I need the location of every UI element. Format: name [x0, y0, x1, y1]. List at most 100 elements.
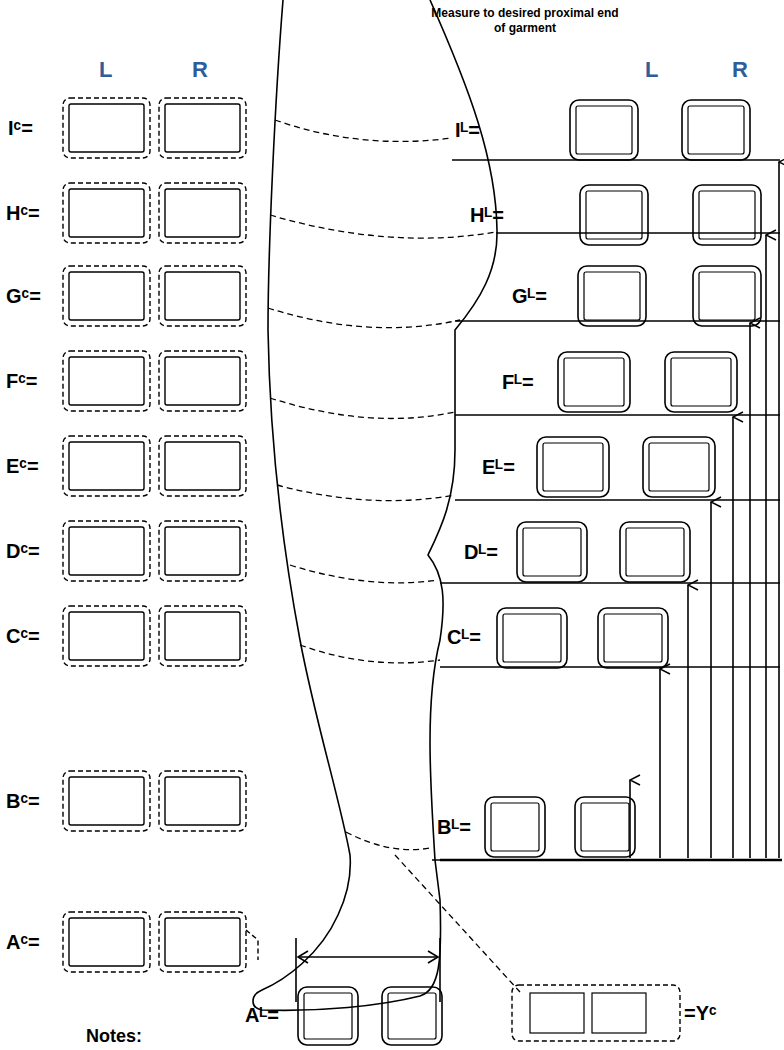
entry-box [63, 351, 150, 411]
measure-label: Dᴸ= [464, 540, 498, 564]
measure-label: Fᴸ= [502, 370, 534, 394]
entry-box [382, 987, 442, 1045]
entry-box [497, 608, 567, 668]
entry-box-inner [564, 358, 624, 406]
entry-box-inner [69, 612, 144, 660]
measure-label: =Yᶜ [684, 1001, 717, 1025]
entry-box-inner [69, 442, 144, 490]
entry-box-inner [69, 357, 144, 405]
measure-label: Aᶜ= [6, 930, 40, 954]
measure-label: Fᶜ= [6, 369, 38, 393]
column-header: L [645, 58, 658, 82]
entry-box-inner [165, 104, 240, 152]
entry-box-inner [69, 777, 144, 825]
entry-box [570, 100, 638, 160]
measure-label: Gᶜ= [6, 284, 41, 308]
entry-box-inner [649, 443, 709, 491]
entry-box [159, 436, 246, 496]
entry-box-inner [543, 443, 603, 491]
entry-box [643, 437, 715, 497]
entry-box-inner [69, 918, 144, 966]
measure-label: Eᶜ= [6, 454, 39, 478]
measure-label: Dᶜ= [6, 539, 40, 563]
entry-box [63, 98, 150, 158]
entry-box [63, 771, 150, 831]
column-header: R [732, 58, 748, 82]
entry-box-inner [699, 272, 755, 320]
entry-box-inner [491, 803, 539, 851]
entry-box [665, 352, 737, 412]
entry-box-inner [688, 106, 744, 154]
entry-box [485, 797, 545, 857]
column-header: R [192, 58, 208, 82]
entry-box-inner [165, 612, 240, 660]
entry-box-inner [304, 993, 352, 1039]
entry-box-inner [626, 528, 684, 576]
entry-box [693, 185, 761, 245]
entry-box-inner [592, 993, 646, 1033]
measure-label: Eᴸ= [482, 455, 515, 479]
instruction-text: Measure to desired proximal end of garme… [425, 6, 625, 36]
entry-box-inner [165, 189, 240, 237]
entry-box-inner [165, 918, 240, 966]
entry-box [682, 100, 750, 160]
measure-label: Cᴸ= [447, 625, 481, 649]
entry-box [159, 606, 246, 666]
entry-box-inner [576, 106, 632, 154]
entry-box [63, 436, 150, 496]
entry-box [63, 912, 150, 972]
entry-box [598, 608, 668, 668]
entry-box [63, 606, 150, 666]
entry-box-inner [165, 442, 240, 490]
entry-box [512, 985, 680, 1041]
entry-box [159, 521, 246, 581]
entry-box [620, 522, 690, 582]
entry-boxes [63, 98, 761, 1045]
measure-label: Bᴸ= [437, 815, 471, 839]
entry-box-inner [530, 993, 584, 1033]
entry-box [159, 266, 246, 326]
entry-box [537, 437, 609, 497]
measure-label: Iᴸ= [455, 118, 480, 142]
entry-box [298, 987, 358, 1045]
notes-label: Notes: [86, 1024, 142, 1048]
entry-box-inner [503, 614, 561, 662]
entry-box [578, 266, 646, 326]
entry-box-inner [165, 357, 240, 405]
length-lines [296, 160, 782, 1002]
column-header: L [99, 58, 112, 82]
entry-box [159, 351, 246, 411]
measure-label: Hᶜ= [6, 201, 40, 225]
entry-box [159, 98, 246, 158]
measure-label: Cᶜ= [6, 624, 40, 648]
entry-box [159, 912, 246, 972]
entry-box-inner [523, 528, 581, 576]
measure-label: Hᴸ= [470, 203, 504, 227]
entry-box-inner [671, 358, 731, 406]
entry-box-inner [388, 993, 436, 1039]
entry-box-inner [69, 272, 144, 320]
measure-label: Bᶜ= [6, 789, 40, 813]
entry-box-inner [581, 803, 629, 851]
entry-box [63, 521, 150, 581]
entry-box [159, 183, 246, 243]
entry-box [63, 266, 150, 326]
entry-box-inner [699, 191, 755, 239]
entry-box-inner [69, 189, 144, 237]
entry-box-inner [69, 104, 144, 152]
entry-box-inner [604, 614, 662, 662]
measure-label: Aᴸ= [245, 1003, 279, 1027]
entry-box [575, 797, 635, 857]
entry-box [558, 352, 630, 412]
measure-label: Iᶜ= [8, 116, 33, 140]
entry-box [580, 185, 648, 245]
entry-box-inner [165, 527, 240, 575]
entry-box-inner [165, 272, 240, 320]
entry-box-inner [165, 777, 240, 825]
entry-box [693, 266, 761, 326]
leader-line [246, 930, 258, 960]
entry-box-inner [584, 272, 640, 320]
entry-box [159, 771, 246, 831]
